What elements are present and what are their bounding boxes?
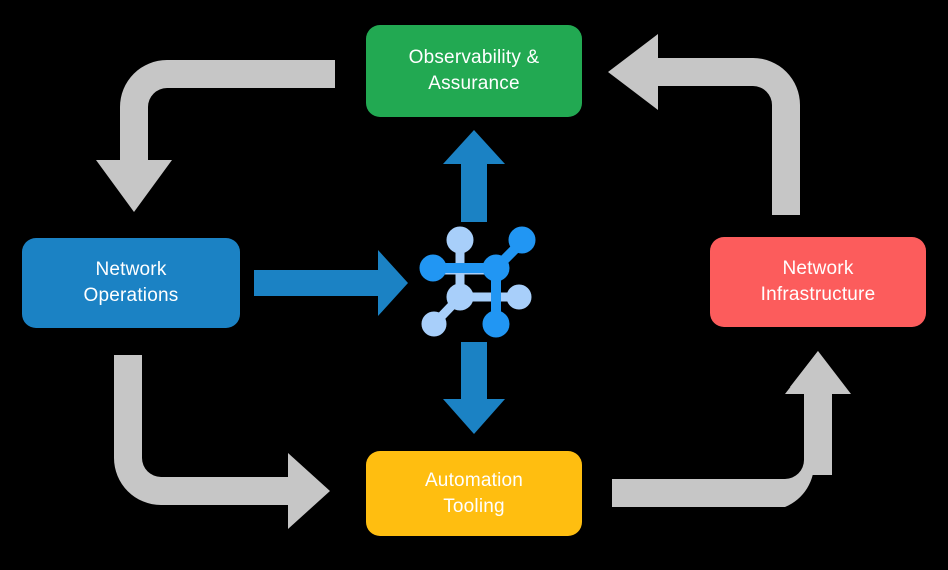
- elbow-arrow-up-left-icon: [608, 34, 800, 215]
- node-box-automation-tooling[interactable]: Automation Tooling: [366, 451, 582, 536]
- arrow-right-icon: [254, 250, 408, 316]
- arrow-center-to-automation: [443, 342, 505, 434]
- arrow-center-to-observability: [443, 130, 505, 222]
- node-label-network-operations: Network Operations: [83, 259, 179, 306]
- elbow-arrow-down-left-icon: [96, 60, 335, 212]
- arrow-up-shaft: [804, 385, 832, 475]
- arrow-automation-to-infrastructure-head: [785, 351, 851, 475]
- arrow-operations-to-automation: [114, 355, 330, 529]
- arrow-down-icon: [443, 342, 505, 434]
- network-icon-dark-layer: [419, 226, 536, 338]
- arrow-observability-to-operations: [96, 60, 335, 212]
- arrow-infrastructure-to-observability: [608, 34, 800, 215]
- arrow-up-icon: [443, 130, 505, 222]
- network-topology-icon: [419, 226, 536, 338]
- node-label-automation-tooling: Automation Tooling: [424, 469, 524, 517]
- elbow-arrow-up-right-icon: [612, 351, 828, 507]
- node-label-network-infrastructure: Network Infrastructure: [760, 258, 876, 305]
- node-box-observability[interactable]: Observability & Assurance: [366, 25, 582, 117]
- node-box-network-infrastructure[interactable]: Network Infrastructure: [710, 237, 926, 327]
- node-box-network-operations[interactable]: Network Operations: [22, 238, 240, 328]
- arrow-up-head-icon: [785, 351, 851, 394]
- elbow-arrow-down-right-icon: [114, 355, 330, 529]
- node-label-observability: Observability & Assurance: [408, 47, 540, 94]
- arrow-automation-to-infrastructure: [612, 351, 828, 507]
- arrow-operations-to-center: [254, 250, 408, 316]
